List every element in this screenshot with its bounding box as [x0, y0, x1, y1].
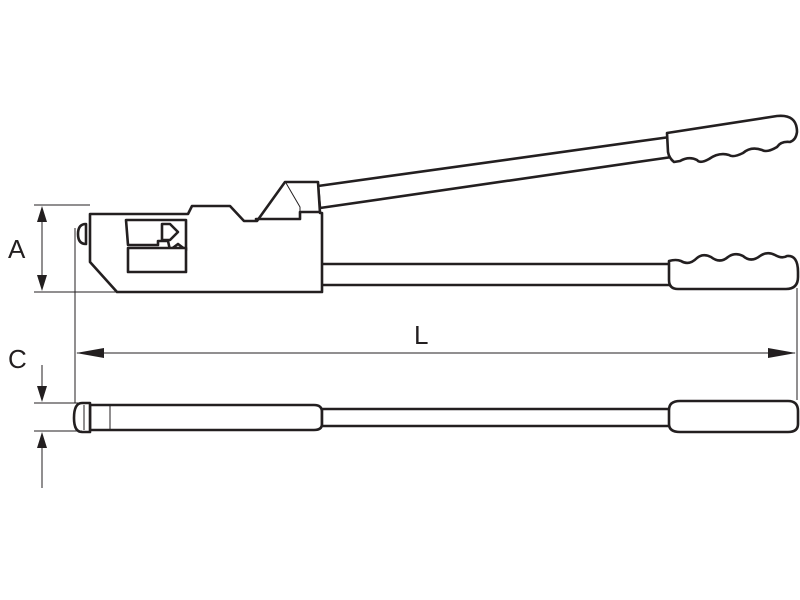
dimension-label-c: C — [8, 344, 27, 374]
jaw-head — [88, 180, 324, 294]
pivot-plate-edge — [285, 182, 301, 219]
top-view-grip — [667, 399, 800, 434]
arrowhead-a-top — [37, 206, 47, 222]
top-view-shaft — [320, 407, 672, 428]
arrowhead-a-bottom — [37, 275, 47, 291]
arrowhead-c-bottom — [37, 432, 47, 448]
upper-handle-grip — [665, 114, 799, 164]
locating-pin — [76, 222, 88, 246]
tool-top-view — [72, 399, 800, 434]
upper-handle-bar — [316, 135, 674, 210]
arrowhead-l-left — [76, 348, 104, 358]
lower-handle-grip — [667, 251, 800, 291]
dimension-label-a: A — [8, 234, 26, 264]
dimension-lines — [34, 204, 798, 488]
die-cavity — [124, 218, 188, 252]
lower-handle-bar — [318, 262, 674, 287]
top-view-pin — [72, 401, 92, 434]
dimension-label-l: L — [414, 320, 428, 350]
arrowhead-c-top — [37, 386, 47, 402]
top-view-head — [88, 403, 324, 432]
die-notch — [160, 222, 180, 242]
tool-side-view — [76, 114, 800, 294]
arrowhead-l-right — [768, 348, 796, 358]
die-lower — [126, 246, 188, 274]
